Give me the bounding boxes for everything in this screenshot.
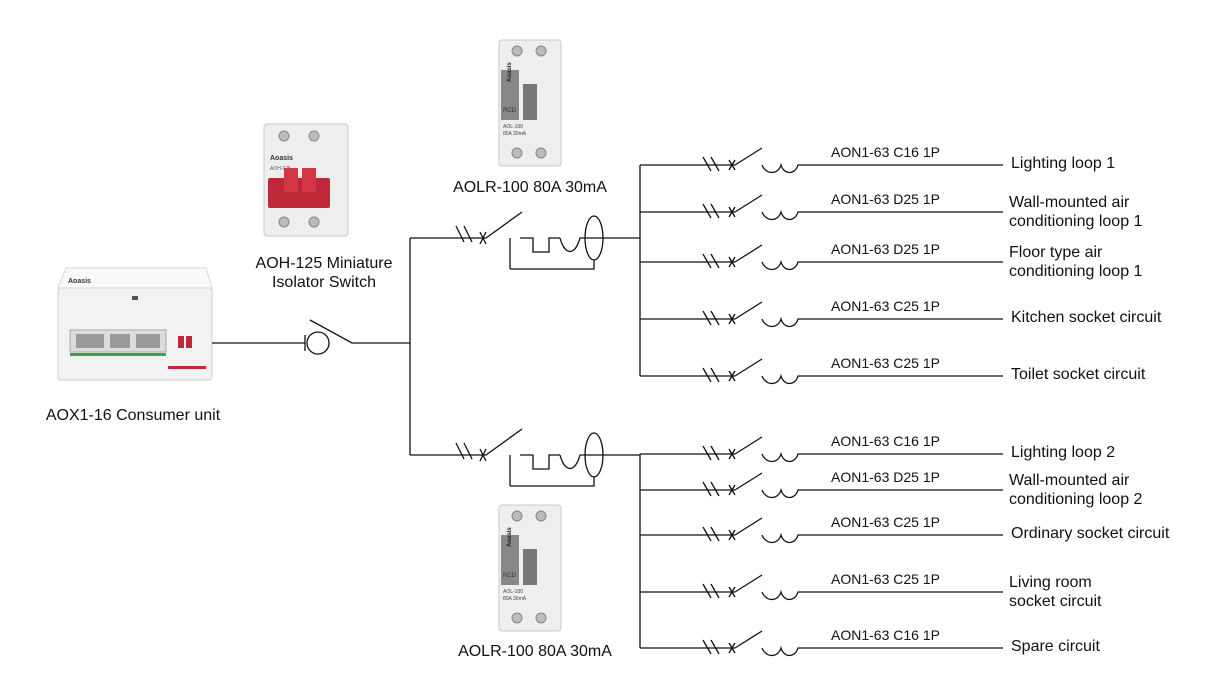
circuit-name: Lighting loop 2	[1011, 444, 1116, 461]
mcb-3-cross	[728, 256, 736, 268]
circuit-name-line2: socket circuit	[1009, 593, 1102, 610]
circuit-name-line2: conditioning loop 2	[1009, 491, 1143, 508]
circuit-name: Spare circuit	[1011, 638, 1100, 655]
breaker-rating-label: AON1-63 C16 1P	[831, 433, 940, 449]
rcd-bottom-image: Aoasis RCD AOL-100 80A 30mA	[498, 504, 562, 632]
rcd-top-contact	[483, 211, 523, 239]
mcb-3-trip-curve	[761, 259, 1003, 271]
rcd-bottom-contact	[483, 428, 523, 456]
rcd-top-face-title: RCD	[503, 108, 517, 114]
mcb-2-contact	[734, 194, 763, 213]
mcb-8-cross	[728, 529, 736, 541]
mcb-1-cross	[728, 159, 736, 171]
circuit-name: Wall-mounted air	[1009, 194, 1130, 211]
rcd-top-face-model: AOL-100	[503, 124, 523, 130]
rcd-bottom-face-model: AOL-100	[503, 589, 523, 595]
mcb-9-cross	[728, 586, 736, 598]
mcb-4-cross	[728, 313, 736, 325]
breaker-rating-label: AON1-63 C25 1P	[831, 355, 940, 371]
rcd-top-trip-coil	[509, 237, 560, 269]
mcb-9-pole-marks	[702, 583, 720, 599]
mcb-1-pole-marks	[702, 156, 720, 172]
rcd-top-test-loop	[510, 260, 595, 270]
mcb-3-contact	[734, 244, 763, 263]
mcb-8-trip-curve	[761, 532, 1003, 544]
isolator-symbol-circle	[306, 331, 330, 355]
mcb-5-cross	[728, 370, 736, 382]
breaker-rating-label: AON1-63 D25 1P	[831, 469, 940, 485]
mcb-1-contact	[734, 147, 763, 166]
mcb-7-contact	[734, 472, 763, 491]
mcb-10-trip-curve	[761, 645, 1003, 657]
rcd-bottom-face-rating: 80A 30mA	[503, 596, 527, 602]
circuit-name-line2: conditioning loop 1	[1009, 263, 1143, 280]
isolator-label-line2: Isolator Switch	[271, 274, 377, 291]
mcb-5-pole-marks	[702, 367, 720, 383]
isolator-brand: Aoasis	[270, 155, 293, 162]
mcb-2-cross	[728, 206, 736, 218]
circuit-name: Ordinary socket circuit	[1011, 525, 1170, 542]
mcb-10-cross	[728, 642, 736, 654]
mcb-8-contact	[734, 517, 763, 536]
breaker-rating-label: AON1-63 C16 1P	[831, 627, 940, 643]
circuit-name: Lighting loop 1	[1011, 155, 1116, 172]
isolator-label-line1: AOH-125 Miniature	[255, 255, 393, 272]
rcd-top-brand: Aoasis	[507, 62, 513, 82]
circuit-name: Living room	[1009, 574, 1092, 591]
breaker-rating-label: AON1-63 D25 1P	[831, 241, 940, 257]
isolator-switch-image: Aoasis AOH-125	[263, 123, 349, 237]
mcb-7-trip-curve	[761, 487, 1003, 499]
mcb-4-trip-curve	[761, 316, 1003, 328]
breaker-rating-label: AON1-63 C25 1P	[831, 571, 940, 587]
mcb-6-trip-curve	[761, 451, 1003, 463]
mcb-10-pole-marks	[702, 639, 720, 655]
mcb-5-contact	[734, 358, 763, 377]
rcd-bottom-test-loop	[510, 477, 595, 487]
circuit-name: Kitchen socket circuit	[1011, 309, 1162, 326]
mcb-6-cross	[728, 448, 736, 460]
mcb-3-pole-marks	[702, 253, 720, 269]
breaker-rating-label: AON1-63 D25 1P	[831, 191, 940, 207]
rcd-top-image: Aoasis RCD AOL-100 80A 30mA	[498, 39, 562, 167]
consumer-unit-image: Aoasis	[57, 267, 213, 381]
mcb-9-contact	[734, 574, 763, 593]
rcd-bottom-trip-coil	[509, 454, 560, 486]
mcb-8-pole-marks	[702, 526, 720, 542]
rcd-bottom-face-title: RCD	[503, 573, 517, 579]
breaker-rating-label: AON1-63 C25 1P	[831, 514, 940, 530]
rcd-bottom-label: AOLR-100 80A 30mA	[458, 643, 612, 660]
breaker-rating-label: AON1-63 C25 1P	[831, 298, 940, 314]
consumer-unit-brand: Aoasis	[68, 278, 91, 285]
mcb-6-pole-marks	[702, 445, 720, 461]
mcb-2-pole-marks	[702, 203, 720, 219]
isolator-contact	[309, 319, 410, 344]
mcb-7-pole-marks	[702, 481, 720, 497]
circuit-name: Toilet socket circuit	[1011, 366, 1146, 383]
circuit-name-line2: conditioning loop 1	[1009, 213, 1143, 230]
circuit-name: Wall-mounted air	[1009, 472, 1130, 489]
isolator-body-text: AOH-125	[270, 166, 291, 172]
mcb-2-trip-curve	[761, 209, 1003, 221]
mcb-7-cross	[728, 484, 736, 496]
mcb-4-pole-marks	[702, 310, 720, 326]
mcb-9-trip-curve	[761, 589, 1003, 601]
mcb-4-contact	[734, 301, 763, 320]
rcd-bottom-pole-marks	[455, 442, 473, 460]
rcd-bottom-arc	[559, 454, 640, 470]
circuit-name: Floor type air	[1009, 244, 1103, 261]
rcd-top-label: AOLR-100 80A 30mA	[453, 179, 607, 196]
mcb-1-trip-curve	[761, 162, 1003, 174]
mcb-10-contact	[734, 630, 763, 649]
breaker-rating-label: AON1-63 C16 1P	[831, 144, 940, 160]
rcd-top-arc	[559, 237, 640, 253]
rcd-top-face-rating: 80A 30mA	[503, 131, 527, 137]
mcb-5-trip-curve	[761, 373, 1003, 385]
consumer-unit-label: AOX1-16 Consumer unit	[45, 407, 221, 424]
mcb-6-contact	[734, 436, 763, 455]
rcd-bottom-brand: Aoasis	[507, 527, 513, 547]
rcd-top-pole-marks	[455, 225, 473, 243]
